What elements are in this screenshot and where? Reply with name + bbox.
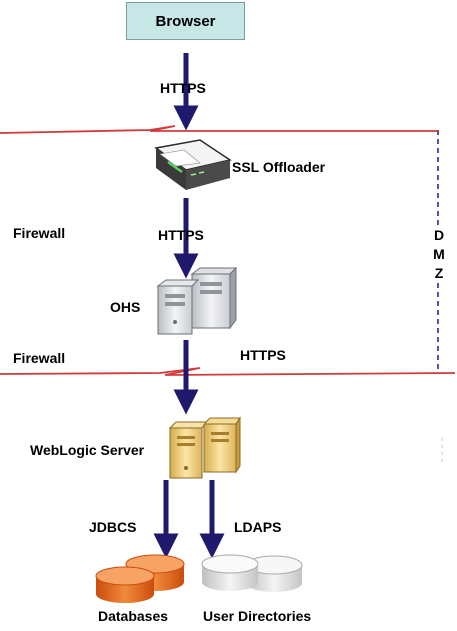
weblogic-server-label: WebLogic Server xyxy=(30,442,145,458)
ohs-label: OHS xyxy=(110,299,141,315)
user-directories-label: User Directories xyxy=(203,608,312,624)
browser-label: Browser xyxy=(155,12,216,30)
firewall-label-lower: Firewall xyxy=(13,350,66,366)
ssl-offloader-icon xyxy=(154,139,232,190)
ohs-server-icon xyxy=(156,266,238,335)
dmz-letter-m: M xyxy=(433,246,445,262)
dmz-letter-z: Z xyxy=(434,265,444,281)
firewall-line-upper xyxy=(0,125,438,134)
user-directories-icon xyxy=(201,554,303,592)
firewall-label-upper: Firewall xyxy=(13,225,66,241)
dmz-letter-d: D xyxy=(433,227,445,243)
dmz-label: D M Z xyxy=(431,226,447,283)
protocol-label-ohs-to-weblogic: HTTPS xyxy=(240,347,286,363)
protocol-label-ssl-to-ohs: HTTPS xyxy=(158,227,204,243)
protocol-label-jdbcs: JDBCS xyxy=(89,519,137,535)
ssl-offloader-label: SSL Offloader xyxy=(232,159,326,175)
firewall-line-lower xyxy=(0,367,456,376)
databases-label: Databases xyxy=(98,608,169,624)
browser-node: Browser xyxy=(126,2,245,40)
protocol-label-browser-to-ssl: HTTPS xyxy=(160,80,206,96)
protocol-label-ldaps: LDAPS xyxy=(234,519,282,535)
databases-icon xyxy=(95,554,185,603)
weblogic-server-icon xyxy=(168,416,241,479)
